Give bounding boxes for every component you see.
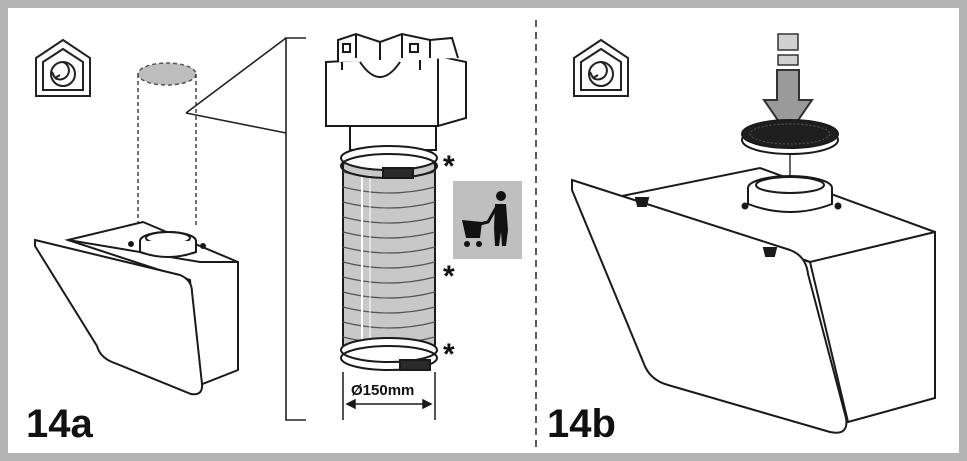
filter-pieces (777, 33, 799, 66)
hood-14a (34, 220, 239, 396)
flexible-duct (342, 159, 436, 351)
asterisk-note-top: * (443, 150, 455, 183)
asterisk-note-middle: * (443, 260, 455, 293)
carbon-filter (741, 119, 839, 155)
panel-label-14b: 14b (547, 402, 616, 446)
diameter-dimension (342, 372, 436, 420)
duct-diameter-label: Ø150mm (351, 382, 415, 399)
insert-down-arrow-icon (762, 69, 814, 137)
house-recirculation-icon (573, 38, 629, 97)
dashed-chimney (137, 62, 197, 228)
asterisk-note-bottom: * (443, 338, 455, 371)
duct-adaptor (325, 32, 467, 151)
hose-clamp-top (340, 145, 438, 179)
installer-with-trolley-icon (453, 181, 522, 259)
zoom-callout (185, 37, 306, 421)
hose-clamp-bottom (340, 337, 438, 371)
hood-14b (571, 166, 936, 434)
house-recirculation-icon (35, 38, 91, 97)
panel-label-14a: 14a (26, 402, 93, 446)
